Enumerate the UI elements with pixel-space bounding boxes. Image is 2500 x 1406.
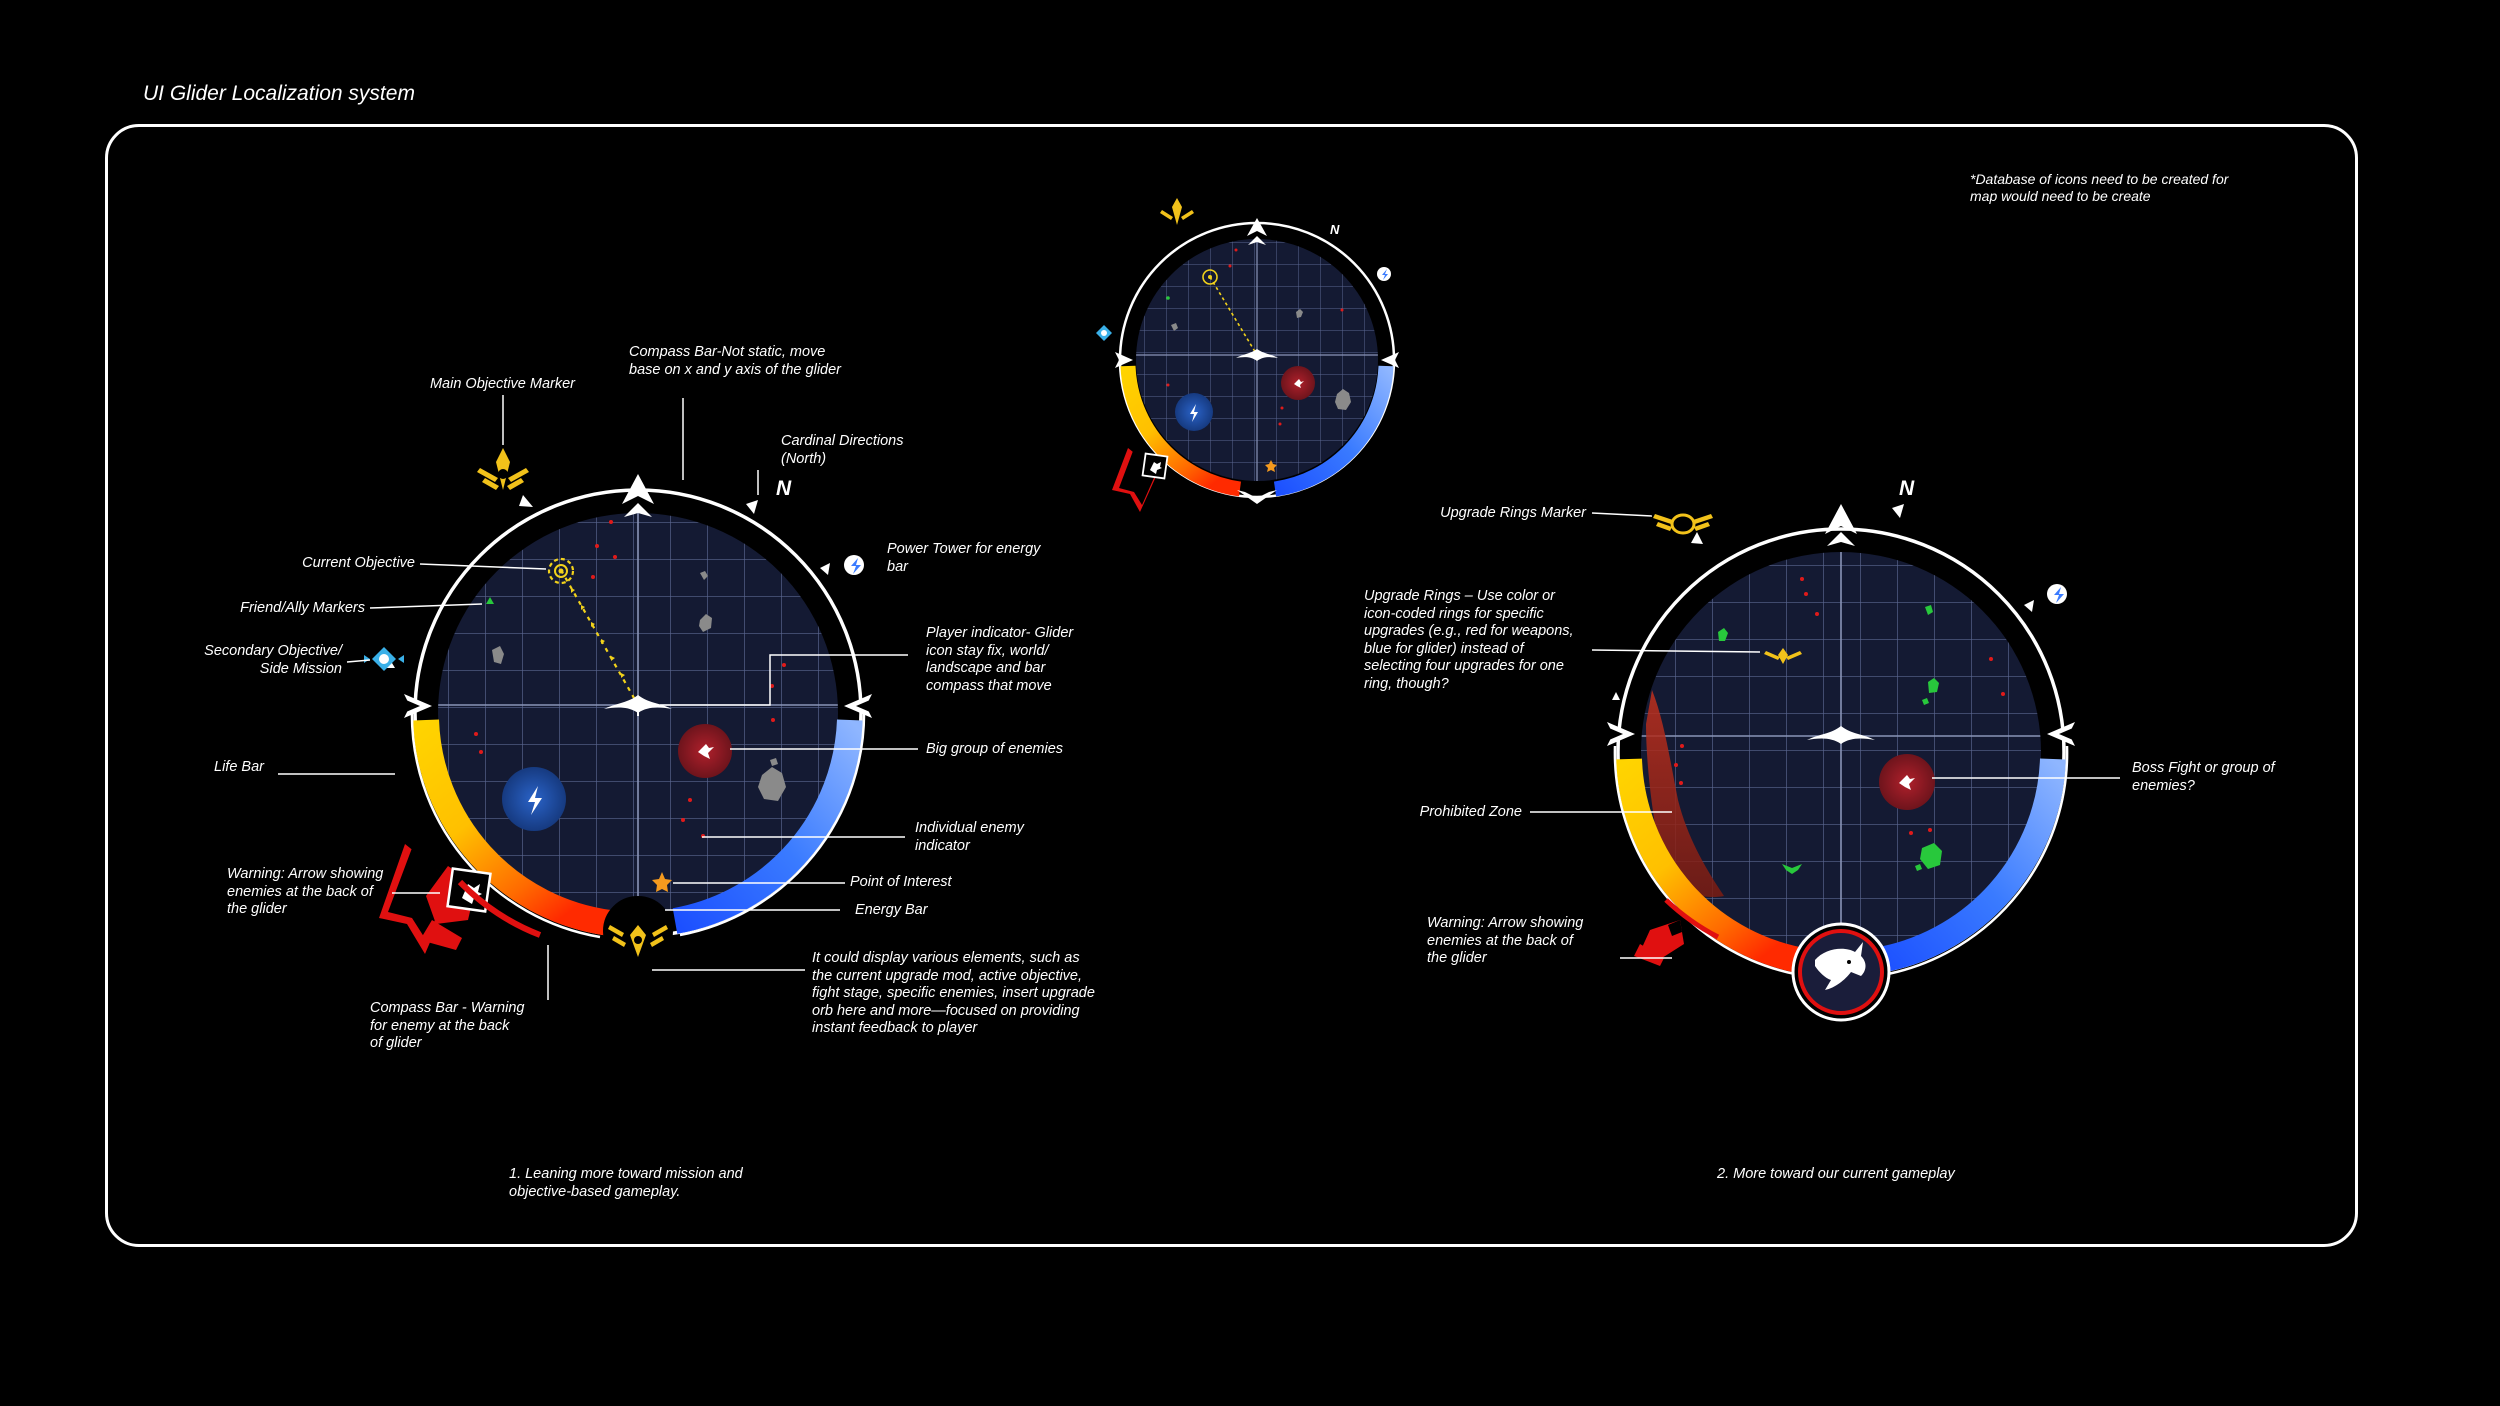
prohibited-zone	[1646, 690, 1724, 898]
label-power-tower: Power Tower for energy bar	[887, 541, 1041, 575]
poi-star-icon	[652, 872, 672, 892]
ally-marker-icon	[486, 597, 494, 604]
rear-warning-icon-2	[1634, 920, 1684, 966]
objective-route	[560, 569, 639, 706]
label-prohibited: Prohibited Zone	[1419, 804, 1522, 820]
caption-1: 1. Leaning more toward mission and objec…	[509, 1166, 743, 1200]
label-cardinal: Cardinal Directions (North)	[781, 433, 904, 467]
north-marker-1: N	[776, 477, 792, 500]
page-title: UI Glider Localization system	[143, 82, 415, 105]
upgrade-marker-icon	[1653, 513, 1713, 535]
main-objective-icon	[477, 448, 529, 490]
north-marker-2: N	[1899, 477, 1915, 500]
label-display: It could display various elements, such …	[812, 950, 1095, 1036]
minimap-1: N	[364, 448, 872, 966]
label-friend: Friend/Ally Markers	[240, 600, 365, 616]
label-boss: Boss Fight or group of enemies?	[2132, 760, 2275, 794]
label-compass-warning: Compass Bar - Warning for enemy at the b…	[370, 1000, 525, 1051]
label-warning-2: Warning: Arrow showing enemies at the ba…	[1427, 915, 1584, 966]
minimap-3: N	[1096, 198, 1399, 512]
label-current-objective: Current Objective	[302, 555, 415, 571]
glider-icon-2	[1807, 726, 1875, 744]
label-individual: Individual enemy indicator	[915, 820, 1024, 854]
secondary-objective-icon	[364, 647, 404, 671]
leader-lines	[278, 395, 2120, 1000]
label-secondary: Secondary Objective/ Side Mission	[204, 643, 342, 677]
upgrade-wings-icon	[608, 925, 668, 957]
label-poi: Point of Interest	[850, 874, 952, 890]
lightning-icon	[528, 786, 542, 815]
content-frame	[105, 124, 2358, 1247]
compass-pointer-icon	[622, 474, 654, 517]
boss-icon	[1899, 775, 1915, 790]
label-upgrade-rings: Upgrade Rings – Use color or icon-coded …	[1364, 588, 1574, 692]
database-note: *Database of icons need to be created fo…	[1970, 171, 2229, 204]
label-main-objective: Main Objective Marker	[429, 376, 575, 392]
north-marker-3: N	[1330, 222, 1340, 237]
current-objective-icon	[547, 557, 575, 585]
shark-badge-icon	[1791, 922, 1891, 1022]
caption-2: 2. More toward our current gameplay	[1717, 1166, 1955, 1182]
enemy-icon	[698, 744, 714, 759]
power-tower-ring-icon	[844, 555, 864, 575]
life-bar	[413, 719, 612, 936]
label-energy: Energy Bar	[855, 902, 928, 918]
minimap-2: N	[1607, 477, 2075, 1022]
label-player: Player indicator- Glider icon stay fix, …	[926, 625, 1074, 694]
individual-enemy-dots	[474, 520, 786, 838]
label-upgrade-marker: Upgrade Rings Marker	[1440, 505, 1586, 521]
label-life-bar: Life Bar	[214, 759, 264, 775]
upgrade-ring-icon	[1764, 648, 1802, 664]
label-big-group: Big group of enemies	[926, 741, 1064, 757]
label-warning-1: Warning: Arrow showing enemies at the ba…	[227, 866, 384, 917]
label-compass-bar: Compass Bar-Not static, move base on x a…	[629, 344, 841, 378]
